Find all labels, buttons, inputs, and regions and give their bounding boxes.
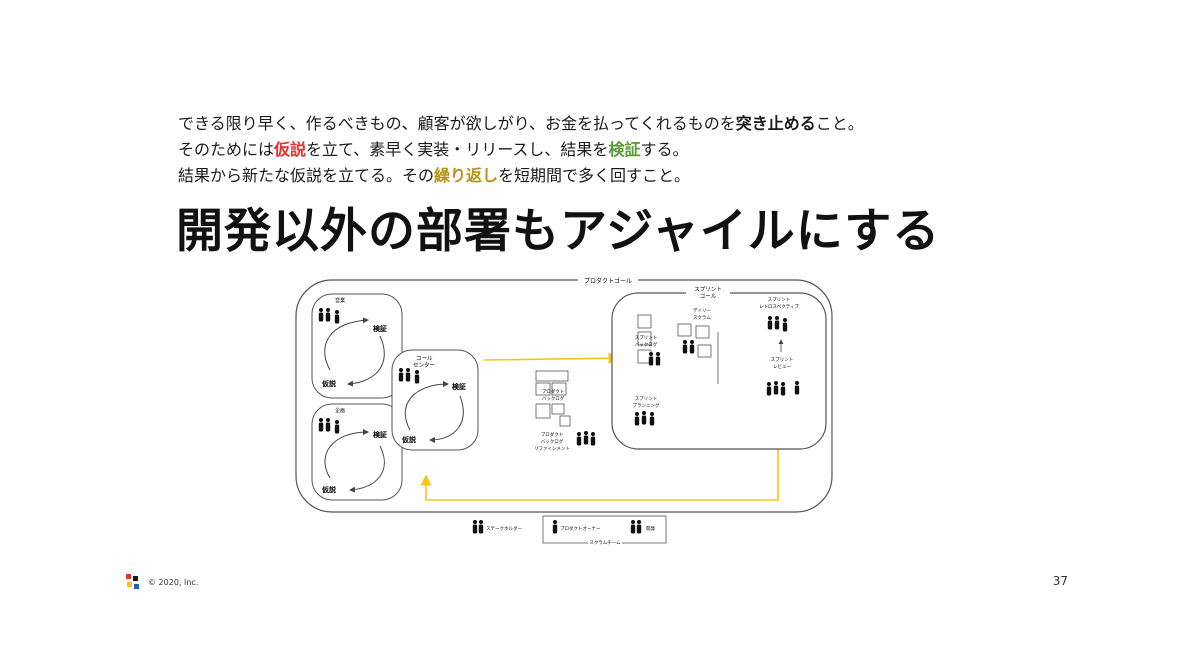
sprint-backlog-label-2: バックログ: [635, 341, 658, 348]
planning-people: [318, 418, 340, 434]
planning-arrow-down: [349, 445, 385, 493]
slide-title: 開発以外の部署もアジャイルにする: [176, 204, 941, 259]
product-goal-frame: [295, 279, 833, 513]
legend-dev: 開発: [646, 525, 655, 532]
legend-scrum-team: スクラムチーム: [589, 540, 621, 546]
arrow-feedback-loop: [420, 420, 779, 501]
planning-label: 企画: [335, 407, 345, 414]
call-center-label-1: コール: [416, 355, 433, 362]
backlog-card-3: [551, 382, 567, 396]
footer: © 2020, Inc.: [124, 573, 198, 591]
daily-card-1: [677, 323, 692, 337]
intro-line-1: できる限り早く、作るべきもの、顧客が欲しがり、お金を払ってくれるものを突き止める…: [178, 114, 864, 133]
sprint-backlog-card-1: [637, 314, 652, 329]
legend-stakeholder-icon: [472, 520, 484, 534]
call-center-verify: 検証: [452, 382, 466, 391]
planning-arrow-up: [324, 429, 369, 479]
sales-hypothesis: 仮説: [321, 379, 336, 388]
daily-scrum-label-1: デイリー: [693, 307, 711, 314]
call-center-arrow-up: [404, 381, 449, 431]
legend-po-icon: [552, 520, 558, 534]
retro-label-2: レトロスペクティブ: [759, 303, 799, 310]
planning-hypothesis: 仮説: [321, 485, 336, 494]
backlog-card-2: [535, 382, 551, 396]
sales-label: 営業: [335, 297, 345, 304]
call-center-hypothesis: 仮説: [401, 435, 416, 444]
daily-scrum-label-2: スクラム: [693, 315, 711, 321]
call-center-box: [391, 349, 479, 451]
sprint-planning-people: [634, 411, 655, 426]
product-backlog-label-2: バックログ: [542, 395, 565, 402]
planning-verify: 検証: [373, 430, 387, 439]
sales-people: [318, 308, 340, 324]
call-center-label-2: センター: [413, 361, 435, 369]
refinement-label-3: リファインメント: [534, 446, 570, 452]
sprint-goal-label-2: ゴール: [700, 292, 717, 300]
sales-arrow-up: [324, 317, 369, 371]
backlog-card-4: [535, 403, 551, 419]
planning-box: [311, 403, 403, 501]
sales-arrow-down: [347, 335, 385, 387]
legend-po: プロダクトオーナー: [560, 525, 601, 532]
review-label-1: スプリント: [771, 357, 794, 363]
daily-card-2: [695, 325, 710, 339]
backlog-card-6: [559, 415, 571, 427]
refinement-label-2: バックログ: [541, 438, 564, 445]
copyright: © 2020, Inc.: [148, 577, 199, 587]
intro-line-3: 結果から新たな仮説を立てる。その繰り返しを短期間で多く回すこと。: [178, 166, 691, 185]
review-label-2: レビュー: [773, 363, 791, 370]
product-goal-label: プロダクトゴール: [584, 277, 632, 285]
backlog-card-5: [551, 403, 565, 415]
sprint-planning-label-1: スプリント: [635, 396, 658, 402]
sprint-backlog-card-2: [637, 331, 652, 346]
company-logo-icon: [126, 574, 139, 589]
sales-verify: 検証: [373, 324, 387, 333]
product-backlog-label-1: プロダクト: [542, 388, 565, 395]
refinement-label-1: プロダクト: [541, 431, 564, 438]
backlog-card-1: [535, 370, 569, 382]
sprint-goal-label-1: スプリント: [694, 286, 722, 293]
retro-people: [767, 316, 788, 332]
intro-line-2: そのためには仮説を立て、素早く実装・リリースし、結果を検証する。: [178, 140, 689, 159]
call-center-people: [398, 368, 420, 384]
legend-dev-icon: [630, 520, 642, 534]
sprint-backlog-label-1: スプリント: [635, 335, 658, 341]
page-number: 37: [1052, 574, 1068, 588]
refinement-people: [576, 431, 596, 446]
sprint-planning-label-2: プランニング: [633, 402, 660, 409]
sprint-box: [611, 292, 827, 450]
daily-card-3: [697, 344, 712, 358]
call-center-arrow-down: [429, 395, 464, 443]
legend-stakeholder: ステークホルダー: [486, 525, 522, 532]
arrow-to-sprint: [483, 352, 620, 364]
sales-box: [311, 293, 403, 399]
retro-label-1: スプリント: [768, 297, 791, 303]
